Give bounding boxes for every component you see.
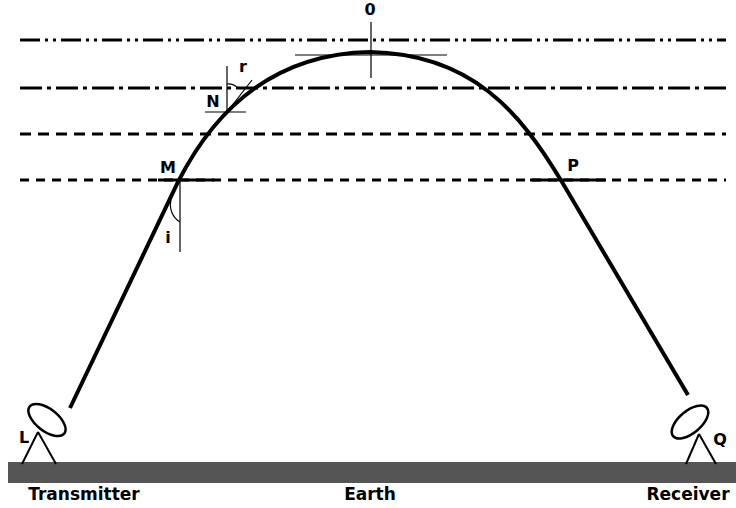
earth-ground (8, 462, 736, 483)
layer-line (20, 133, 726, 136)
antenna-symbol (666, 399, 716, 464)
point-label: M (160, 160, 176, 176)
antenna-label: L (19, 430, 29, 446)
place-label: Earth (344, 486, 396, 503)
point-label: P (567, 158, 579, 174)
boundary-mark (158, 179, 214, 182)
angle-label: r (239, 59, 247, 75)
angle-arc (227, 84, 238, 88)
normal-line (179, 182, 180, 252)
point-label: N (206, 94, 219, 110)
angle-label: i (165, 230, 170, 246)
normal-line (370, 22, 371, 78)
antenna-symbol (22, 398, 71, 464)
wave-path (70, 52, 688, 408)
normal-line (226, 66, 227, 112)
layer-line (20, 39, 726, 42)
layer-line (20, 87, 726, 90)
layer-label: 0 (364, 2, 375, 18)
place-label: Receiver (646, 486, 729, 503)
layer-line (20, 179, 726, 182)
angle-arc (170, 200, 180, 222)
ray-extension (227, 80, 252, 112)
place-label: Transmitter (28, 486, 140, 503)
boundary-mark (205, 111, 246, 112)
boundary-mark (530, 179, 606, 182)
antenna-label: Q (713, 432, 727, 448)
